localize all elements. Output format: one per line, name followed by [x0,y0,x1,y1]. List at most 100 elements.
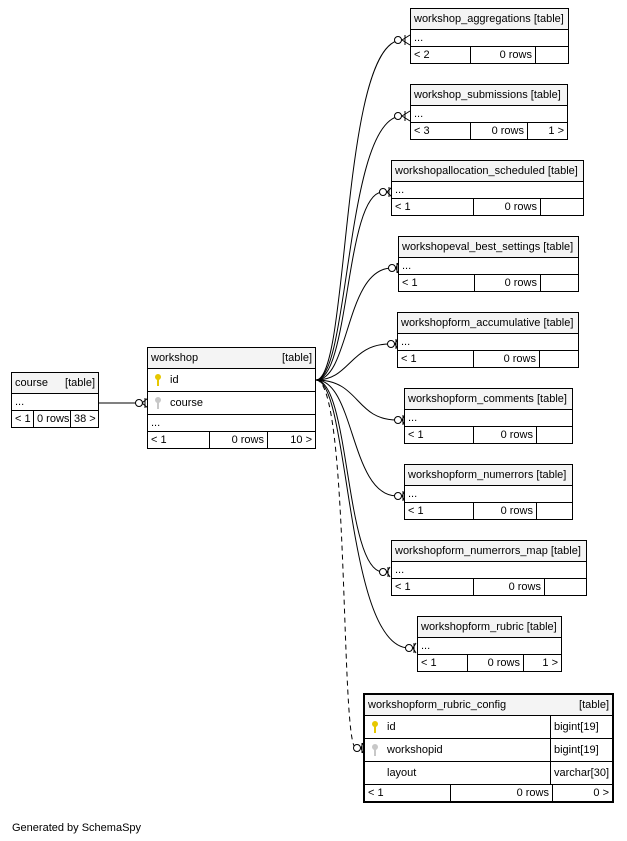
primary-key-icon [154,374,164,386]
table-tag: [table] [530,89,561,101]
table-name: workshopform_rubric [421,621,524,633]
column-row: course [148,392,315,415]
table-name: workshop_submissions [414,89,528,101]
row-count: 0 rows [471,47,536,63]
children-count: 1 > [548,125,564,137]
parents-count: < 1 [405,503,474,519]
children-count [536,47,568,63]
ellipsis-row: ... [392,562,586,579]
parents-count: < 1 [365,785,451,801]
ellipsis-row: ... [411,106,567,123]
rel-workshop-evalbest [315,267,393,381]
row-count: 0 rows [468,655,524,671]
ellipsis-row: ... [405,486,572,503]
column-type: varchar[30] [550,762,612,784]
column-row: id [148,369,315,392]
parents-count: < 1 [148,432,210,448]
table-workshopeval-best-settings[interactable]: workshopeval_best_settings [table] ... <… [398,236,579,292]
row-count: 0 rows [474,503,537,519]
parents-count: < 1 [418,655,468,671]
parents-count: < 1 [405,427,474,443]
children-count: 38 > [74,413,96,425]
table-name: workshopform_numerrors_map [395,545,548,557]
table-header: workshop_aggregations [table] [411,9,568,30]
ellipsis-row: ... [411,30,568,47]
rel-workshop-numerrors [315,379,398,497]
table-name: workshopform_rubric_config [368,699,507,711]
table-name: course [15,377,49,389]
children-count: 1 > [542,657,558,669]
table-header: workshop_submissions [table] [411,85,567,106]
children-count [537,503,572,519]
table-tag: [table] [543,241,574,253]
table-header: workshopallocation_scheduled [table] [392,161,583,182]
rel-workshop-submissions [315,115,403,381]
foreign-key-icon [154,397,164,409]
row-count: 0 rows [210,432,268,448]
parents-count: < 1 [12,411,34,427]
table-tag: [table] [282,352,312,364]
column-row: workshopid bigint[19] [365,739,612,762]
row-count: 0 rows [34,411,71,427]
table-header: course [table] [12,373,98,394]
table-tag: [table] [547,165,578,177]
column-name: id [170,374,179,386]
table-tag: [table] [536,469,567,481]
table-workshopform-numerrors-map[interactable]: workshopform_numerrors_map [table] ... <… [391,540,587,596]
primary-key-icon [371,721,381,733]
table-header: workshopform_accumulative [table] [398,313,578,334]
table-workshop[interactable]: workshop [table] id course ... < 1 0 row… [147,347,316,449]
table-header: workshop [table] [148,348,315,369]
table-name: workshopform_numerrors [408,469,534,481]
rel-workshop-allocation [315,191,384,381]
column-name: workshopid [387,744,443,756]
ellipsis-row: ... [398,334,578,351]
column-row: id bigint[19] [365,716,612,739]
table-tag: [table] [543,317,574,329]
table-header: workshopeval_best_settings [table] [399,237,578,258]
ellipsis-row: ... [148,415,315,432]
foreign-key-icon [371,744,381,756]
parents-count: < 1 [398,351,474,367]
table-tag: [table] [526,621,557,633]
table-course[interactable]: course [table] ... < 1 0 rows 38 > [11,372,99,428]
rel-workshop-numerrorsmap [315,379,384,573]
table-tag: [table] [537,393,567,405]
table-name: workshopform_accumulative [401,317,541,329]
table-workshopallocation-scheduled[interactable]: workshopallocation_scheduled [table] ...… [391,160,584,216]
table-footer: < 1 0 rows 38 > [12,411,98,427]
table-workshopform-accumulative[interactable]: workshopform_accumulative [table] ... < … [397,312,579,368]
children-count: 0 > [593,787,609,799]
children-count: 10 > [290,434,312,446]
table-header: workshopform_rubric [table] [418,617,561,638]
table-workshopform-rubric-config[interactable]: workshopform_rubric_config [table] id bi… [363,693,614,803]
column-type: bigint[19] [550,716,612,738]
parents-count: < 1 [399,275,475,291]
row-count: 0 rows [475,275,541,291]
rel-workshop-comments [315,379,398,421]
table-tag: [table] [65,377,95,389]
table-name: workshop_aggregations [414,13,531,25]
children-count [545,579,586,595]
table-name: workshopeval_best_settings [402,241,541,253]
rel-workshop-rubricconfig [315,379,357,749]
ellipsis-row: ... [392,182,583,199]
parents-count: < 1 [392,579,474,595]
rel-workshop-aggregations [315,39,403,381]
row-count: 0 rows [471,123,528,139]
column-type: bigint[19] [550,739,612,761]
generated-by-label: Generated by SchemaSpy [12,822,142,834]
table-name: workshopallocation_scheduled [395,165,545,177]
children-count [540,351,578,367]
